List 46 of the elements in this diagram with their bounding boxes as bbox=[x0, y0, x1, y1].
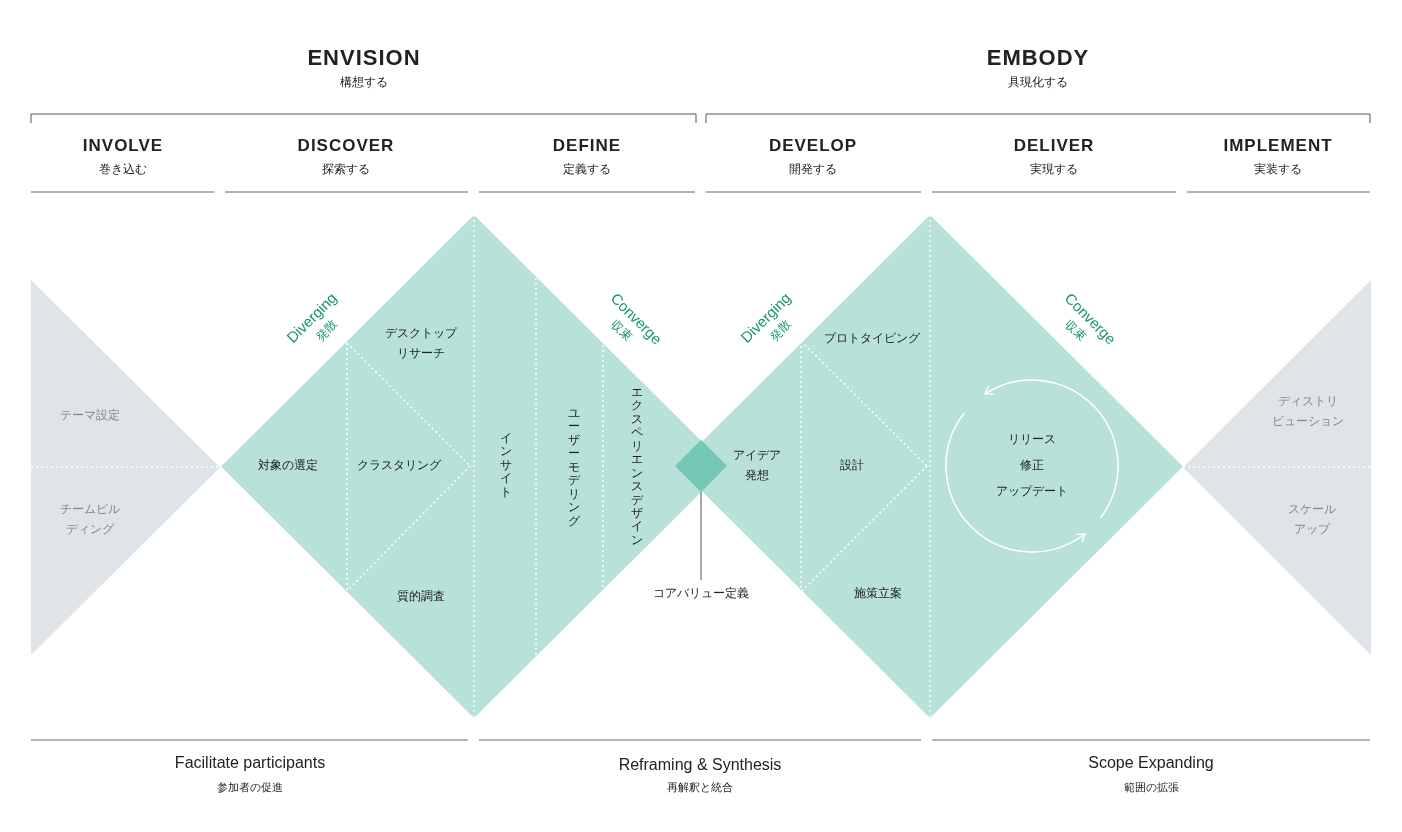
activity-text: テーマ設定 bbox=[60, 406, 120, 426]
phase-subtitle: 実現する bbox=[1030, 161, 1078, 177]
footer-title: Reframing & Synthesis bbox=[618, 755, 782, 775]
vertical-activity-text: エクスペリエンスデザイン bbox=[629, 386, 645, 548]
triangle-shape bbox=[1183, 280, 1371, 655]
activity-text: デスクトップリサーチ bbox=[385, 324, 457, 364]
activity-text: スケールアップ bbox=[1288, 500, 1336, 540]
section-subtitle: 構想する bbox=[340, 74, 388, 90]
phase-title: DISCOVER bbox=[297, 135, 395, 157]
diamond-shape bbox=[675, 440, 727, 492]
phase-subtitle: 実装する bbox=[1254, 161, 1302, 177]
phase-title: DELIVER bbox=[1013, 135, 1095, 157]
cycle-step-text: リリース bbox=[1008, 431, 1056, 449]
activity-text: ディストリビューション bbox=[1272, 392, 1344, 432]
phase-subtitle: 定義する bbox=[563, 161, 611, 177]
phase-title: IMPLEMENT bbox=[1223, 135, 1333, 157]
activity-text: 設計 bbox=[840, 456, 864, 476]
phase-title: INVOLVE bbox=[82, 135, 164, 157]
section-subtitle: 具現化する bbox=[1008, 74, 1068, 90]
activity-text: チームビルディング bbox=[60, 500, 120, 540]
activity-text: クラスタリング bbox=[357, 456, 441, 476]
callout-text: コアバリュー定義 bbox=[653, 584, 749, 604]
cycle-circle bbox=[945, 379, 1119, 553]
activity-text: 施策立案 bbox=[854, 584, 902, 604]
footer-title: Scope Expanding bbox=[1088, 753, 1214, 773]
phase-title: DEFINE bbox=[552, 135, 622, 157]
activity-text: プロトタイピング bbox=[824, 329, 920, 349]
footer-subtitle: 範囲の拡張 bbox=[1123, 781, 1179, 795]
activity-text: 質的調査 bbox=[397, 587, 445, 607]
section-title: EMBODY bbox=[986, 44, 1090, 72]
footer-subtitle: 再解釈と統合 bbox=[667, 781, 733, 795]
section-title: ENVISION bbox=[307, 44, 421, 72]
phase-subtitle: 探索する bbox=[322, 161, 370, 177]
footer-title: Facilitate participants bbox=[174, 753, 326, 773]
phase-title: DEVELOP bbox=[768, 135, 858, 157]
triangle-shape bbox=[31, 280, 220, 655]
cycle-step-text: アップデート bbox=[996, 483, 1068, 501]
vertical-activity-text: インサイト bbox=[498, 432, 514, 500]
vertical-activity-text: ユーザーモデリング bbox=[566, 406, 582, 528]
activity-text: 対象の選定 bbox=[258, 456, 318, 476]
activity-text: アイデア発想 bbox=[733, 446, 781, 486]
footer-subtitle: 参加者の促進 bbox=[217, 781, 283, 795]
phase-subtitle: 巻き込む bbox=[99, 161, 147, 177]
cycle-step-text: 修正 bbox=[1020, 457, 1044, 475]
phase-subtitle: 開発する bbox=[789, 161, 837, 177]
leader-line bbox=[700, 491, 702, 581]
